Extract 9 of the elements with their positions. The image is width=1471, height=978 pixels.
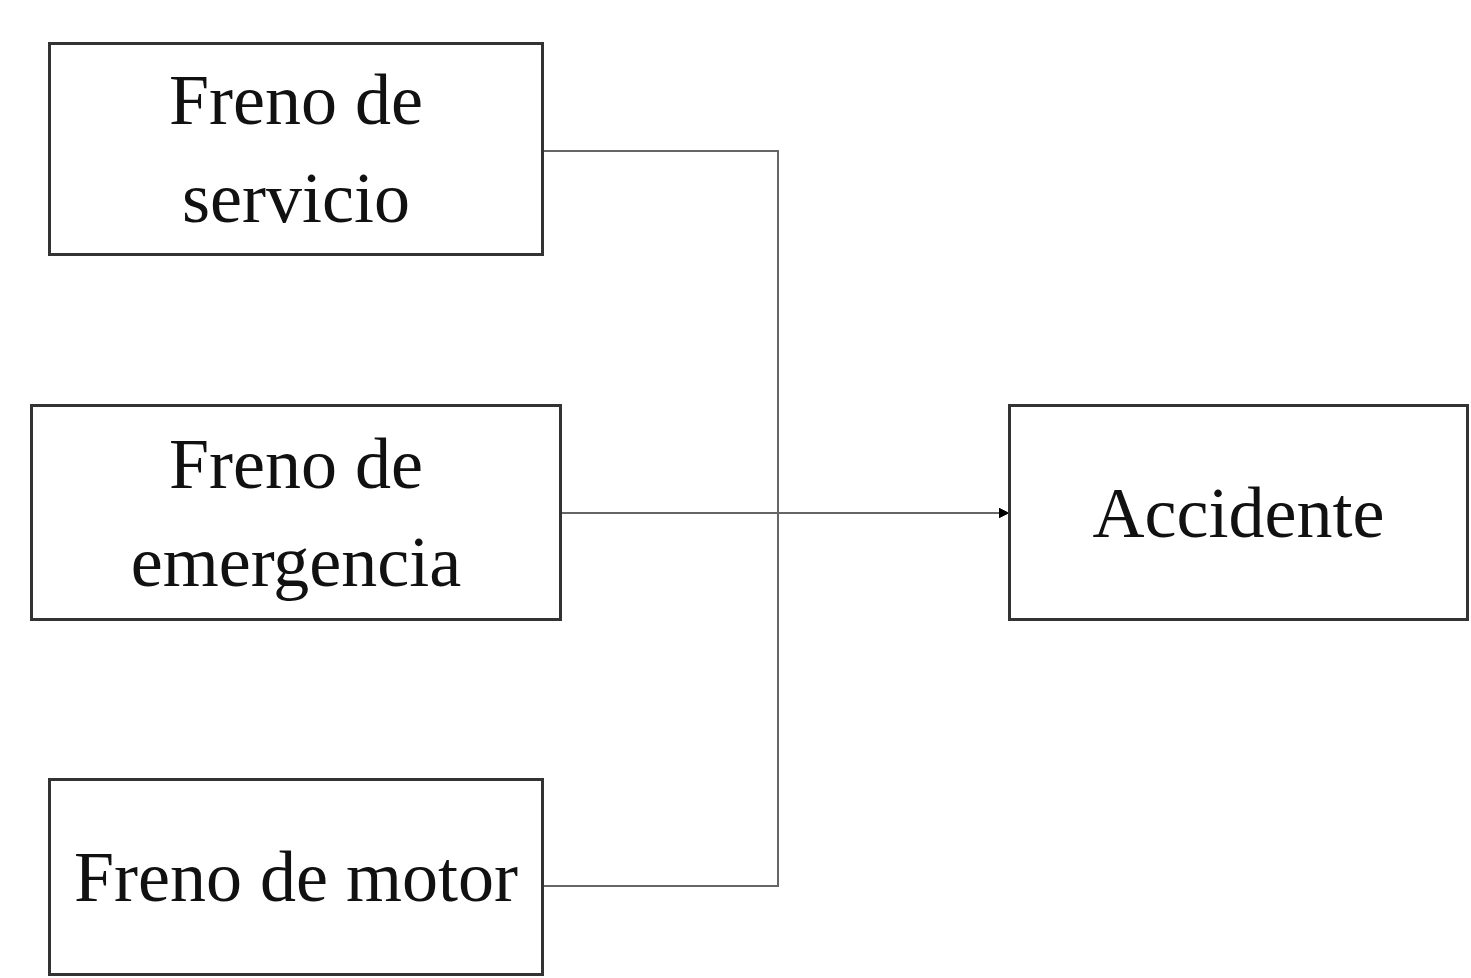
box-label: Freno de emergencia: [129, 422, 463, 604]
box-label: Freno de servicio: [168, 59, 424, 240]
process-box: [48, 42, 544, 256]
connector-arrow: [543, 508, 1009, 887]
box-label: Accidente: [1092, 471, 1385, 555]
process-box: [1008, 404, 1469, 621]
process-box: [30, 404, 562, 621]
process-box: [48, 778, 544, 976]
box-label: Freno de motor: [74, 836, 518, 919]
